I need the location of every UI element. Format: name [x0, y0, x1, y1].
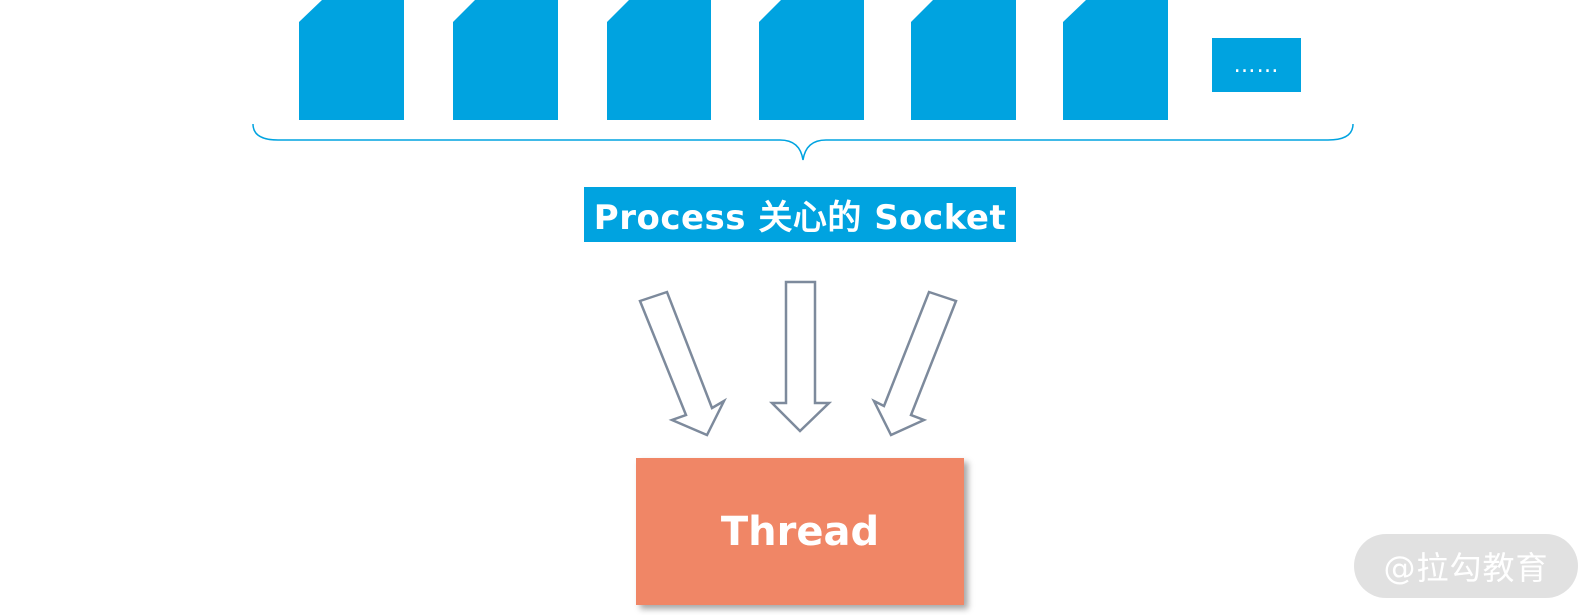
socket-icon — [759, 0, 864, 120]
socket-group-label-box: Process 关心的 Socket — [584, 187, 1016, 242]
socket-icons — [299, 0, 1168, 120]
socket-icon — [911, 0, 1016, 120]
thread-box: Thread — [636, 458, 964, 605]
socket-icon — [1063, 0, 1168, 120]
more-sockets-box: …… — [1212, 38, 1301, 92]
arrows — [638, 280, 958, 437]
grouping-brace — [252, 123, 1354, 161]
socket-icon — [607, 0, 711, 120]
thread-label: Thread — [720, 508, 880, 555]
more-sockets-label: …… — [1233, 52, 1280, 78]
watermark-badge: @拉勾教育 — [1354, 534, 1578, 598]
socket-icon — [299, 0, 404, 120]
left-arrow — [638, 290, 727, 437]
socket-group-label: Process 关心的 Socket — [593, 198, 1007, 238]
watermark-text: @拉勾教育 — [1383, 549, 1549, 587]
right-arrow — [871, 290, 958, 437]
socket-icon — [453, 0, 558, 120]
center-arrow — [768, 280, 833, 433]
